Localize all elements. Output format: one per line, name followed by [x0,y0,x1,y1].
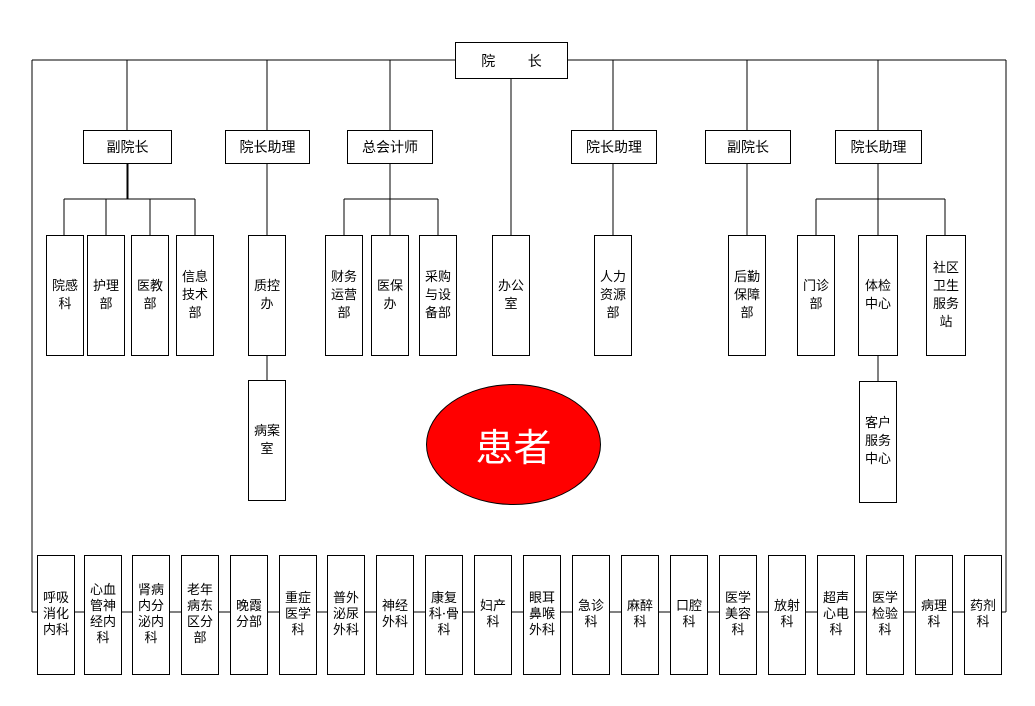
assistant-director-1-box: 院长助理 [225,130,310,164]
dept-label: 晚霞分部 [235,599,262,630]
dept-label: 眼耳鼻喉外科 [528,591,555,638]
dept-label: 客户服务中心 [865,416,892,467]
dept-label: 体检中心 [864,278,891,312]
dept-label: 病理科 [920,599,947,630]
dept-label: 药剂科 [969,599,996,630]
dept-label: 采购与设备部 [425,269,452,321]
medical-insurance-box: 医保办 [371,235,409,356]
dept-label: 信息技术部 [182,269,209,321]
vice-president-2-box: 副院长 [705,130,791,164]
director-label: 院 长 [481,53,556,70]
clinical-dept-box: 老年病东区分部 [181,555,219,675]
vice-president-1-box: 副院长 [83,130,172,164]
dept-label: 医保办 [377,278,404,312]
logistics-box: 后勤保障部 [728,235,766,356]
clinical-dept-box: 急诊科 [572,555,610,675]
clinical-dept-box: 呼吸消化内科 [37,555,75,675]
clinical-dept-box: 晚霞分部 [230,555,268,675]
human-resources-box: 人力资源部 [594,235,632,356]
outpatient-box: 门诊部 [797,235,835,356]
chief-accountant-label: 总会计师 [362,140,418,156]
patient-ellipse: 患者 [426,384,601,505]
assistant-director-2-label: 院长助理 [586,140,642,156]
assistant-director-3-label: 院长助理 [850,140,907,156]
medical-records-box: 病案室 [248,380,286,501]
it-department-box: 信息技术部 [176,235,214,356]
clinical-dept-box: 麻醉科 [621,555,659,675]
dept-label: 麻醉科 [626,599,653,630]
clinical-dept-box: 放射科 [768,555,806,675]
dept-label: 护理部 [93,278,120,312]
dept-label: 老年病东区分部 [186,583,213,646]
dept-label: 病案室 [254,423,281,457]
dept-label: 医教部 [137,278,164,312]
dept-label: 康复科·骨科 [428,591,460,638]
patient-label: 患者 [475,426,552,470]
clinical-dept-box: 神经外科 [376,555,414,675]
clinical-dept-box: 康复科·骨科 [425,555,463,675]
dept-label: 医学美容科 [724,591,751,638]
chief-accountant-box: 总会计师 [347,130,433,164]
clinical-dept-box: 心血管神经内科 [84,555,122,675]
vice-president-2-label: 副院长 [727,140,769,156]
clinical-dept-box: 眼耳鼻喉外科 [523,555,561,675]
dept-label: 超声心电科 [822,591,849,638]
medical-education-box: 医教部 [131,235,169,356]
vice-president-1-label: 副院长 [106,140,149,156]
dept-label: 神经外科 [381,599,408,630]
dept-label: 心血管神经内科 [89,583,116,646]
infection-control-box: 院感科 [46,235,84,356]
dept-label: 医学检验科 [871,591,898,638]
clinical-dept-box: 肾病内分泌内科 [132,555,170,675]
assistant-director-1-label: 院长助理 [239,140,296,156]
dept-label: 呼吸消化内科 [42,591,69,638]
dept-label: 财务运营部 [331,269,358,321]
procurement-equipment-box: 采购与设备部 [419,235,457,356]
clinical-dept-box: 妇产科 [474,555,512,675]
dept-label: 质控办 [254,278,281,312]
dept-label: 门诊部 [803,278,830,312]
clinical-dept-box: 医学检验科 [866,555,904,675]
dept-label: 办公室 [498,278,525,312]
quality-control-box: 质控办 [248,235,286,356]
dept-label: 后勤保障部 [734,269,761,321]
clinical-dept-box: 重症医学科 [279,555,317,675]
nursing-box: 护理部 [87,235,125,356]
dept-label: 人力资源部 [600,269,627,321]
dept-label: 放射科 [773,599,800,630]
dept-label: 普外泌尿外科 [332,591,359,638]
director-box: 院 长 [455,42,568,79]
finance-operations-box: 财务运营部 [325,235,363,356]
clinical-dept-box: 药剂科 [964,555,1002,675]
clinical-dept-box: 超声心电科 [817,555,855,675]
dept-label: 肾病内分泌内科 [137,583,164,646]
clinical-dept-box: 口腔科 [670,555,708,675]
clinical-dept-box: 普外泌尿外科 [327,555,365,675]
dept-label: 口腔科 [675,599,702,630]
clinical-dept-box: 医学美容科 [719,555,757,675]
dept-label: 急诊科 [577,599,604,630]
dept-label: 重症医学科 [284,591,311,638]
office-box: 办公室 [492,235,530,356]
dept-label: 社区卫生服务站 [932,260,959,330]
dept-label: 院感科 [52,278,79,312]
dept-label: 妇产科 [479,599,506,630]
community-health-station-box: 社区卫生服务站 [926,235,966,356]
clinical-dept-box: 病理科 [915,555,953,675]
physical-exam-center-box: 体检中心 [858,235,898,356]
assistant-director-2-box: 院长助理 [571,130,657,164]
customer-service-center-box: 客户服务中心 [859,381,897,503]
assistant-director-3-box: 院长助理 [835,130,922,164]
